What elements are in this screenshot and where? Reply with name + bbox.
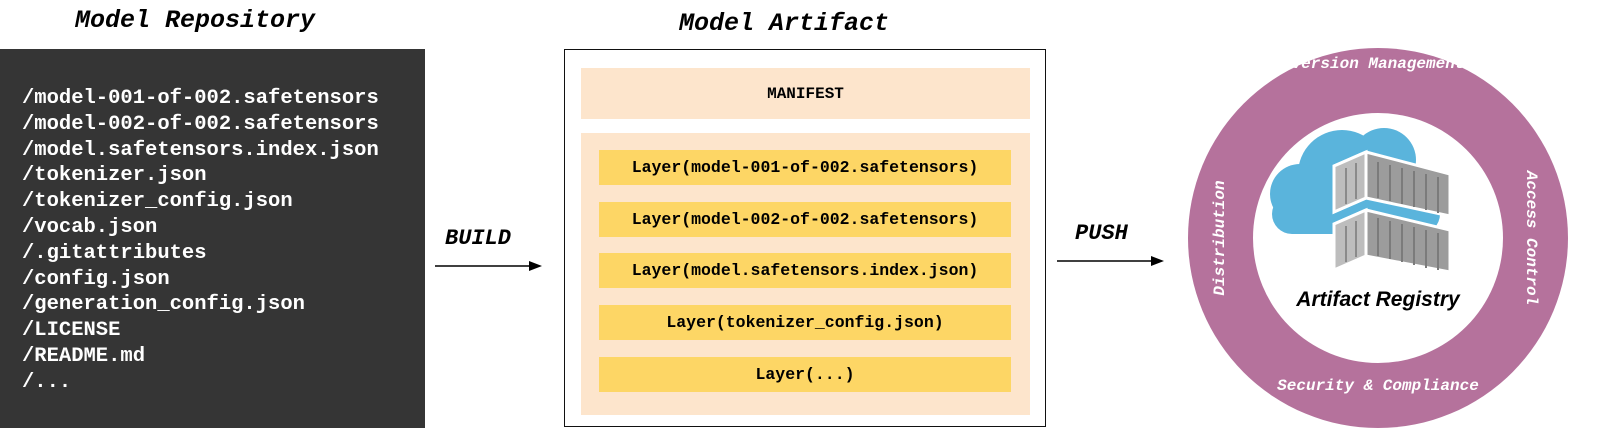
file-item: /vocab.json	[22, 215, 158, 239]
file-item: /generation_config.json	[22, 293, 305, 317]
file-list: /model-001-of-002.safetensors /model-002…	[22, 86, 379, 396]
push-label: PUSH	[1075, 221, 1128, 246]
ring-label-left: Distribution	[1211, 180, 1229, 295]
file-item: /tokenizer.json	[22, 164, 207, 188]
file-item: /tokenizer_config.json	[22, 190, 293, 214]
build-arrow-icon	[435, 261, 542, 271]
file-item: /.gitattributes	[22, 241, 207, 265]
layer-item: Layer(model.safetensors.index.json)	[599, 253, 1011, 288]
artifact-registry: Version Management Security & Compliance…	[1188, 48, 1568, 428]
layer-item: Layer(...)	[599, 357, 1011, 392]
manifest-block: MANIFEST	[581, 68, 1030, 119]
file-item: /model.safetensors.index.json	[22, 138, 379, 162]
layers-panel: Layer(model-001-of-002.safetensors) Laye…	[581, 133, 1030, 415]
registry-ring: Version Management Security & Compliance…	[1188, 48, 1568, 428]
push-arrow-icon	[1057, 256, 1164, 266]
repository-panel: /model-001-of-002.safetensors /model-002…	[0, 49, 425, 428]
file-item: /README.md	[22, 344, 146, 368]
ring-label-top: Version Management	[1292, 55, 1465, 73]
layer-item: Layer(model-002-of-002.safetensors)	[599, 202, 1011, 237]
artifact-title: Model Artifact	[679, 9, 890, 38]
build-label: BUILD	[445, 226, 512, 251]
file-item: /LICENSE	[22, 319, 121, 343]
ring-label-bottom: Security & Compliance	[1277, 377, 1479, 395]
file-item: /config.json	[22, 267, 170, 291]
file-item: /model-002-of-002.safetensors	[22, 112, 379, 136]
file-item: /model-001-of-002.safetensors	[22, 87, 379, 110]
layer-item: Layer(model-001-of-002.safetensors)	[599, 150, 1011, 185]
cloud-container-icon	[1270, 128, 1452, 274]
file-item: /...	[22, 370, 72, 394]
layer-item: Layer(tokenizer_config.json)	[599, 305, 1011, 340]
registry-name: Artifact Registry	[1296, 288, 1460, 311]
ring-label-right: Access Control	[1522, 170, 1540, 305]
repository-title: Model Repository	[75, 6, 316, 35]
